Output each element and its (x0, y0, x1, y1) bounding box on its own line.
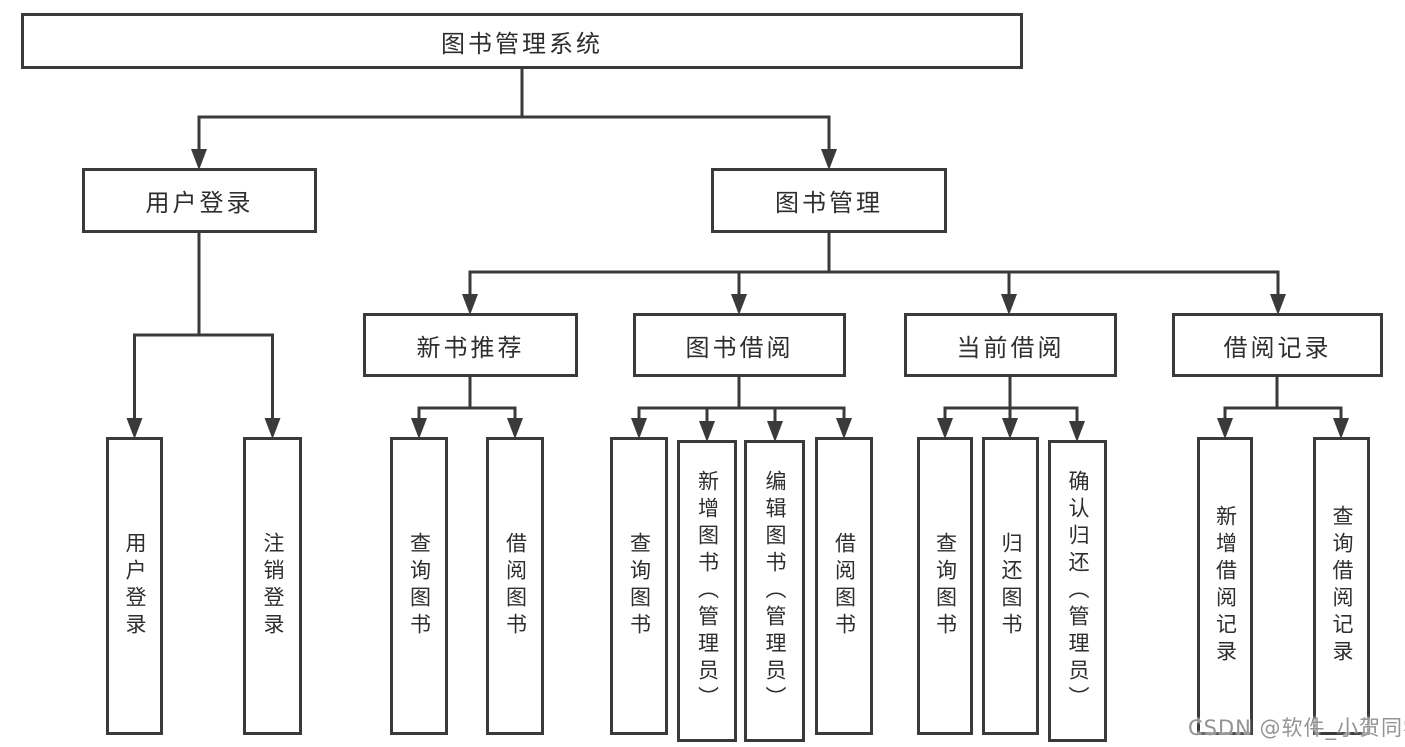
connector-user-login-children (126, 233, 281, 439)
node-leaf-add-borrow-record: 新增借阅记录 (1197, 437, 1253, 735)
node-label: 图书管理系统 (441, 29, 603, 58)
connector-book-management-children (462, 233, 1286, 315)
node-label: 查询图书 (933, 532, 958, 640)
node-label: 注销登录 (261, 532, 285, 640)
node-library-system: 图书管理系统 (21, 13, 1023, 69)
node-leaf-logout: 注销登录 (243, 437, 302, 735)
node-new-book-recommend: 新书推荐 (363, 313, 578, 377)
csdn-watermark: CSDN @软件_小贺同学 (1188, 716, 1405, 740)
node-label: 查询图书 (407, 532, 432, 640)
node-leaf-user-login: 用户登录 (106, 437, 163, 735)
node-current-borrowing: 当前借阅 (904, 313, 1117, 377)
node-label: 当前借阅 (956, 333, 1065, 362)
connector-new-book-recommend-children (411, 377, 523, 439)
node-label: 编辑图书（管理员） (763, 469, 787, 713)
node-leaf-borrow-books-recommend: 借阅图书 (486, 437, 544, 735)
node-label: 用户登录 (123, 532, 147, 640)
node-label: 借阅图书 (503, 532, 528, 640)
node-label: 用户登录 (145, 189, 254, 217)
node-label: 确认归还（管理员） (1066, 469, 1090, 713)
node-book-borrowing: 图书借阅 (633, 313, 846, 377)
node-leaf-confirm-return-admin: 确认归还（管理员） (1048, 440, 1107, 742)
node-leaf-query-borrow-record: 查询借阅记录 (1313, 437, 1370, 735)
node-label: 查询借阅记录 (1330, 505, 1354, 667)
node-leaf-query-books-borrow: 查询图书 (610, 437, 668, 735)
node-label: 归还图书 (999, 532, 1023, 640)
connector-borrowing-records-children (1217, 377, 1349, 439)
node-label: 新增借阅记录 (1213, 505, 1238, 667)
node-label: 查询图书 (627, 532, 652, 640)
connector-book-borrowing-children (631, 377, 852, 442)
node-leaf-return-books: 归还图书 (982, 437, 1039, 735)
node-leaf-query-books-current: 查询图书 (917, 437, 973, 735)
node-label: 图书管理 (775, 189, 883, 217)
node-label: 新书推荐 (416, 333, 525, 362)
node-user-login: 用户登录 (82, 168, 317, 233)
node-label: 图书借阅 (685, 333, 794, 362)
node-label: 新增图书（管理员） (695, 469, 720, 713)
connector-current-borrowing-children (937, 377, 1085, 442)
node-borrowing-records: 借阅记录 (1172, 313, 1383, 377)
node-leaf-add-books-admin: 新增图书（管理员） (677, 440, 737, 742)
node-leaf-edit-books-admin: 编辑图书（管理员） (744, 440, 805, 742)
node-label: 借阅图书 (832, 532, 857, 640)
node-leaf-query-books-recommend: 查询图书 (390, 437, 448, 735)
node-label: 借阅记录 (1223, 333, 1332, 362)
node-book-management: 图书管理 (711, 168, 947, 233)
node-leaf-borrow-books: 借阅图书 (815, 437, 873, 735)
connector-root-to-level2 (191, 69, 837, 170)
